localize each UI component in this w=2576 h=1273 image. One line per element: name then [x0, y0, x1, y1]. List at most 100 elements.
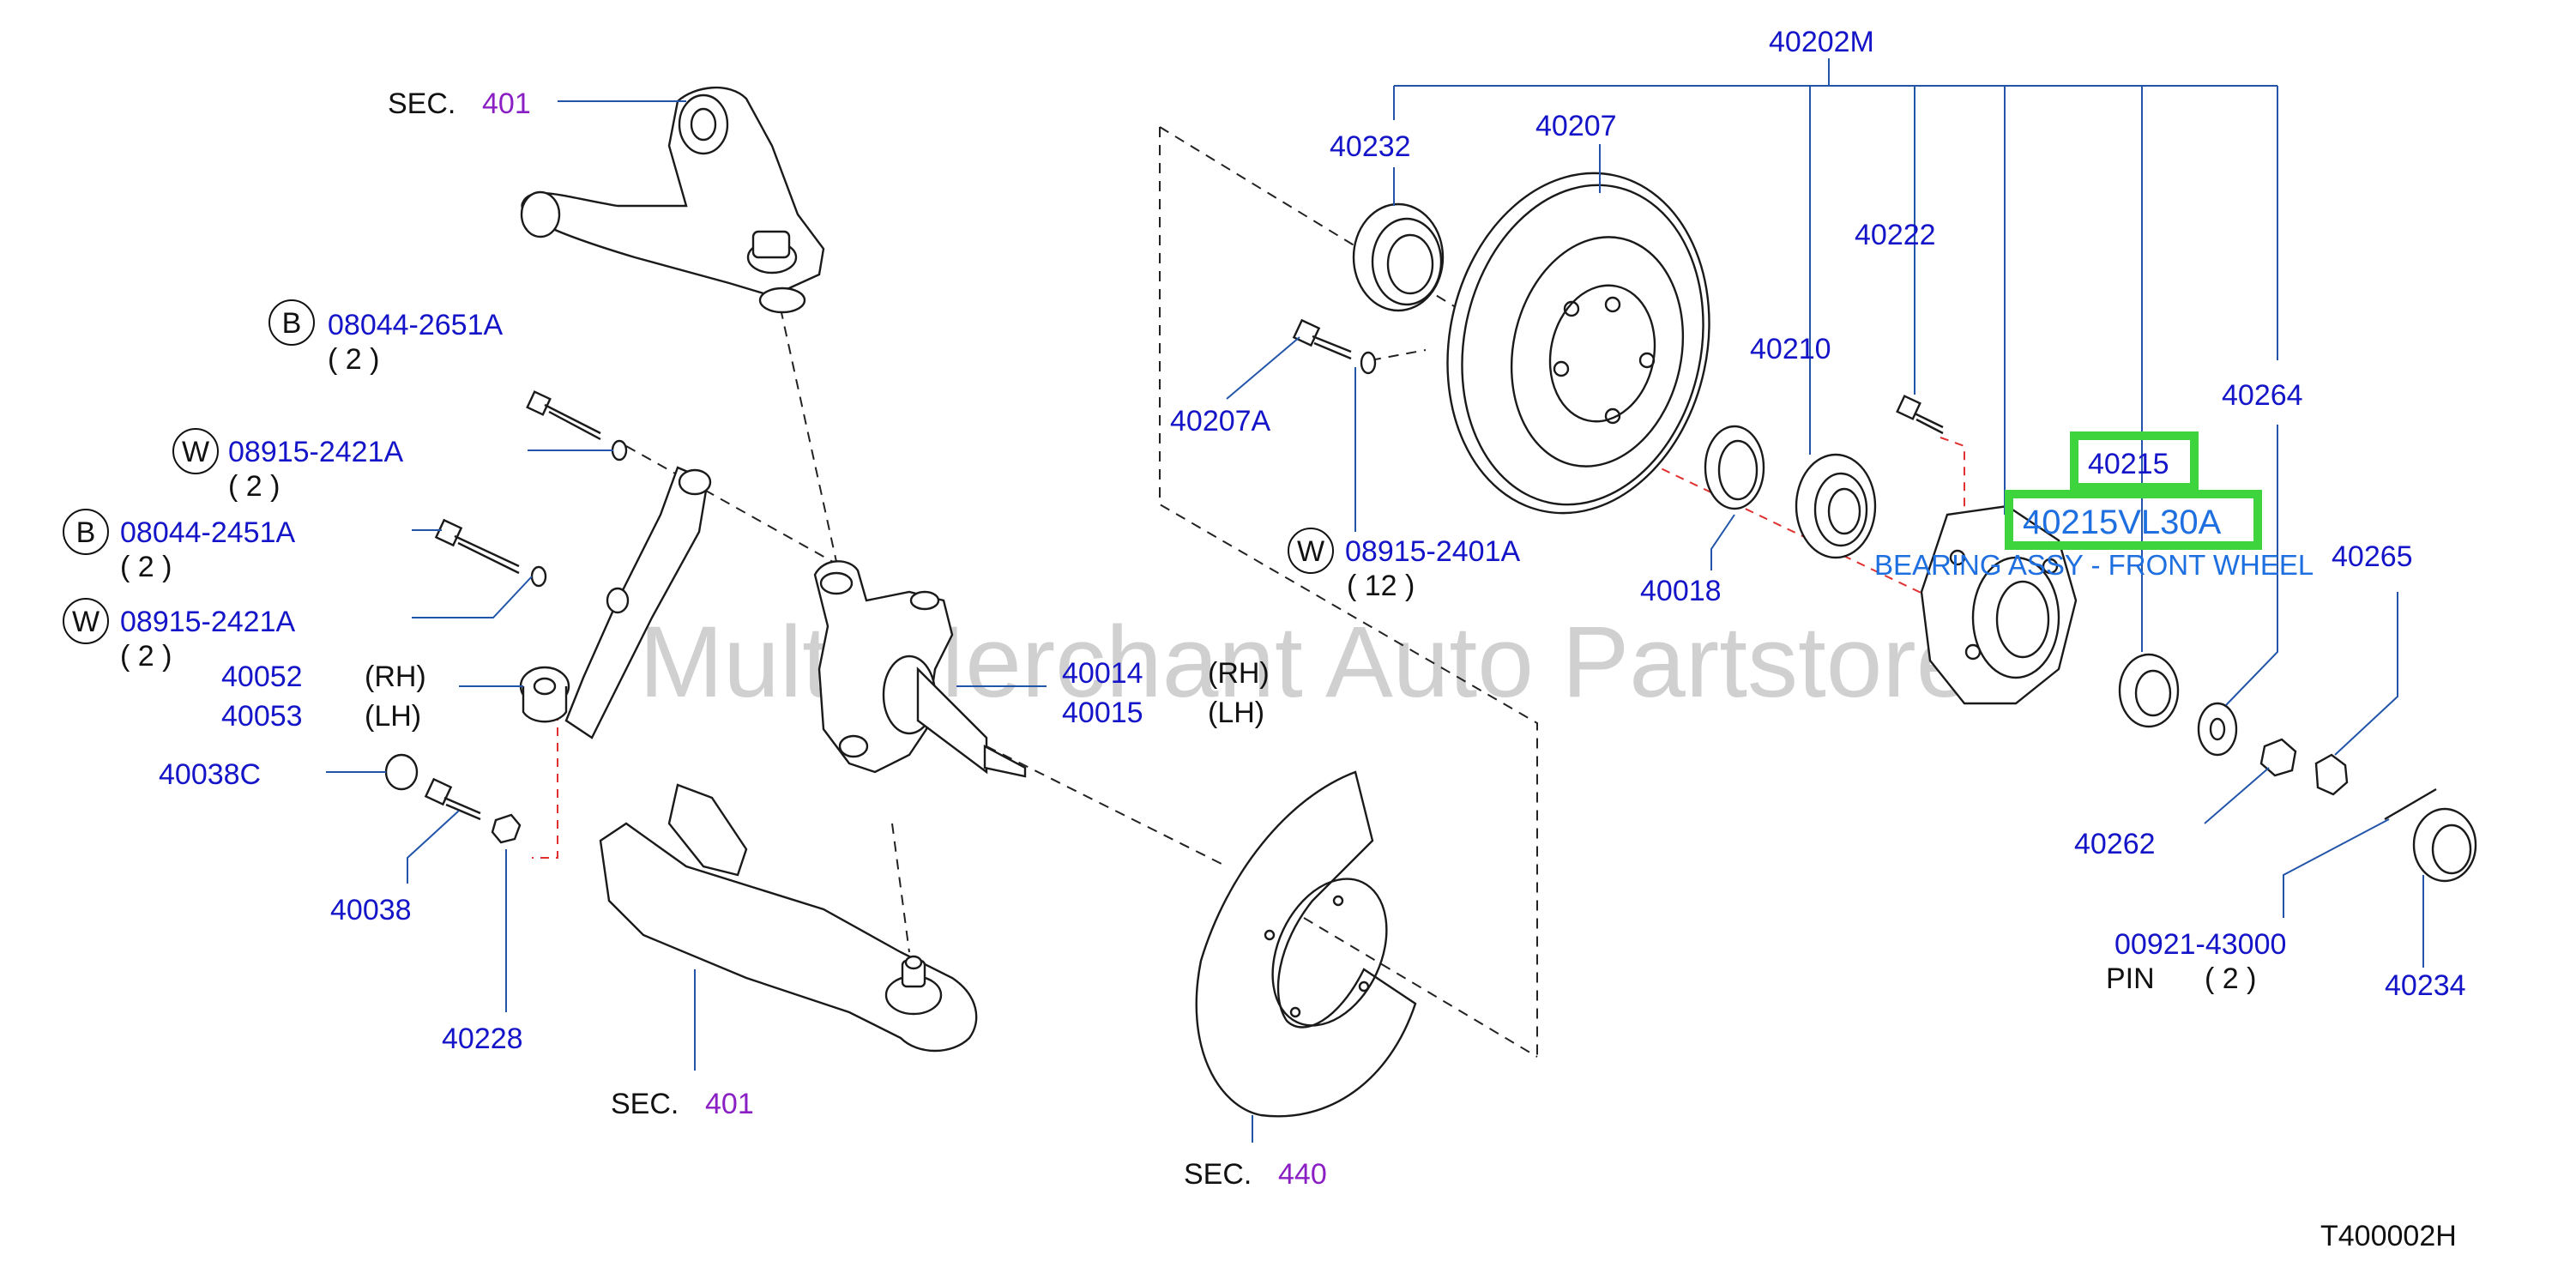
callout-letter-w2: W: [72, 606, 100, 638]
washer-08915-2421A-lower: [530, 565, 547, 588]
side-40052: (RH): [365, 661, 426, 693]
part-40210[interactable]: 40210: [1750, 333, 1831, 365]
sec440-prefix: SEC.: [1184, 1158, 1252, 1191]
part-08044-2651A[interactable]: 08044-2651A: [328, 309, 504, 341]
part-08915-2421A-upper[interactable]: 08915-2421A: [228, 436, 404, 468]
lower-control-arm: [599, 783, 978, 1053]
lock-cap-40265: [2314, 753, 2349, 796]
callout-circle-b2: [63, 509, 109, 555]
axis-bushing-red: [532, 712, 558, 859]
axis-bolt: [1370, 349, 1427, 361]
part-40265[interactable]: 40265: [2332, 540, 2413, 573]
leader-40265: [2334, 592, 2398, 756]
axis-upper-arm: [780, 308, 846, 601]
leader-40018: [1710, 514, 1735, 570]
bearing-outer: [2118, 653, 2180, 728]
callout-letter-w3: W: [1297, 535, 1324, 568]
callout-circle-w1: [172, 428, 219, 474]
bolt-08044-2651A: [526, 390, 601, 441]
side-40053: (LH): [365, 700, 421, 733]
callout-circle-w3: [1288, 528, 1334, 574]
part-08044-2451A[interactable]: 08044-2451A: [120, 516, 296, 549]
part-40038C[interactable]: 40038C: [159, 758, 261, 791]
side-40014: (RH): [1208, 657, 1270, 690]
part-08915-2401A[interactable]: 08915-2401A: [1345, 535, 1521, 568]
part-40015[interactable]: 40015: [1062, 697, 1143, 729]
part-08915-2421A-lower[interactable]: 08915-2421A: [120, 606, 296, 638]
bolt-40207A: [1292, 318, 1352, 360]
part-40014[interactable]: 40014: [1062, 657, 1143, 690]
part-40052[interactable]: 40052: [221, 661, 303, 693]
axis-spindle: [986, 745, 1228, 867]
callout-circle-w2: [63, 598, 109, 644]
callout-letter-b1: B: [282, 307, 302, 340]
leader-w2: [412, 576, 533, 618]
leader-40264: [2225, 425, 2278, 706]
sec401-top-prefix: SEC.: [388, 87, 455, 120]
sec401-bot-link[interactable]: 401: [705, 1088, 754, 1120]
part-40215VL30A[interactable]: 40215VL30A: [2023, 504, 2222, 541]
bolt-40038: [424, 777, 481, 821]
sec401-bot-prefix: SEC.: [611, 1088, 679, 1120]
part-40018[interactable]: 40018: [1640, 575, 1722, 607]
part-40215[interactable]: 40215: [2088, 448, 2169, 480]
callout-letter-b2: B: [76, 516, 96, 549]
cotter-pin-00921-43000: [2384, 787, 2437, 821]
nut-40262: [2259, 738, 2297, 777]
part-40222[interactable]: 40222: [1855, 219, 1936, 251]
leader-40207A: [1226, 336, 1300, 400]
sec401-top-link[interactable]: 401: [482, 87, 531, 120]
part-40202M[interactable]: 40202M: [1769, 26, 1874, 58]
sec440-link[interactable]: 440: [1278, 1158, 1327, 1191]
callout-circle-b1: [268, 299, 315, 346]
qty-08044-2451A: ( 2 ): [120, 551, 172, 583]
nut-40228: [491, 813, 522, 844]
part-00921-43000[interactable]: 00921-43000: [2114, 928, 2286, 961]
seal-40232: [1352, 202, 1445, 312]
grease-cap-40234: [2412, 807, 2477, 883]
steering-knuckle: [813, 560, 1027, 778]
envelope-line-left: [1159, 127, 1538, 1057]
axis-arm: [625, 445, 842, 567]
part-40262[interactable]: 40262: [2074, 828, 2156, 860]
leader-40262: [2204, 767, 2270, 824]
seal-40018: [1704, 425, 1765, 510]
pin-qty: ( 2 ): [2205, 962, 2256, 995]
qty-08915-2421A-upper: ( 2 ): [228, 470, 280, 503]
part-40038[interactable]: 40038: [330, 894, 412, 926]
part-40232[interactable]: 40232: [1330, 130, 1411, 163]
part-40234[interactable]: 40234: [2385, 969, 2466, 1002]
side-40015: (LH): [1208, 697, 1264, 729]
washer-08915-2401A: [1360, 351, 1377, 375]
axis-lower: [891, 823, 910, 953]
qty-08915-2401A: ( 12 ): [1347, 570, 1415, 602]
washer-08915-2421A-upper: [611, 439, 628, 462]
part-40207[interactable]: 40207: [1535, 110, 1617, 142]
highlight-box-40215: [2070, 431, 2199, 492]
qty-08915-2421A-lower: ( 2 ): [120, 640, 172, 673]
highlight-box-40215VL30A: [2005, 490, 2262, 550]
leader-40038: [407, 810, 460, 884]
part-40207A[interactable]: 40207A: [1170, 405, 1271, 437]
bearing-40210: [1795, 453, 1877, 559]
washer-40264-inner: [2209, 717, 2226, 741]
wheel-hub-40202M: [1920, 504, 2078, 705]
axis-hub-red: [1578, 428, 1974, 618]
upper-control-arm: [520, 87, 825, 314]
part-40264[interactable]: 40264: [2222, 379, 2303, 412]
envelope-line-bottom: [1303, 917, 1538, 1058]
qty-08044-2651A: ( 2 ): [328, 343, 379, 376]
brake-rotor-40207: [1446, 172, 1710, 515]
callout-letter-w1: W: [182, 436, 209, 468]
dust-shield: [1195, 770, 1417, 1118]
part-40228[interactable]: 40228: [442, 1023, 523, 1055]
leader-00921: [2283, 818, 2390, 918]
part-40053[interactable]: 40053: [221, 700, 303, 733]
bushing-40038C: [384, 753, 419, 791]
steering-arm: [519, 466, 712, 739]
bearing-description: BEARING ASSY - FRONT WHEEL: [1874, 549, 2314, 581]
bolt-08044-2451A: [434, 518, 520, 575]
hub-bolt-40222: [1896, 395, 1944, 435]
